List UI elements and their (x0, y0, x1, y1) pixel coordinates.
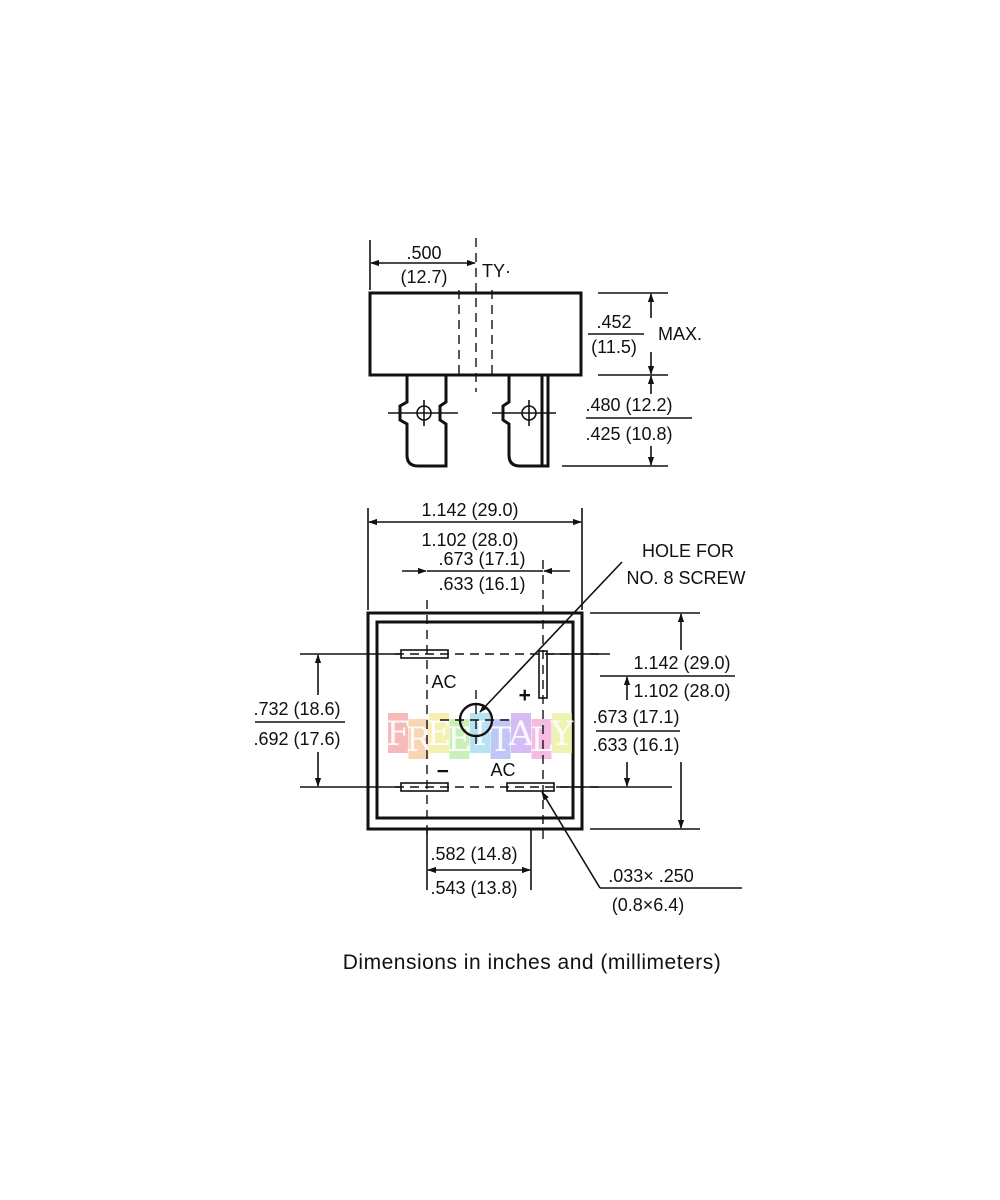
lead-right (501, 375, 550, 468)
watermark-letter: R (406, 720, 433, 760)
terminal-plus (538, 650, 548, 699)
hole-leader (479, 561, 623, 713)
typical-label: TY· (482, 261, 511, 281)
lead-length-max: .480 (12.2) (585, 395, 672, 415)
left-dim-max: .732 (18.6) (253, 699, 340, 719)
term-x-max: .673 (17.1) (438, 549, 525, 569)
pitch-mm: (12.7) (400, 267, 447, 287)
terminal-ac-bottom (506, 782, 555, 792)
watermark-tile (531, 719, 552, 759)
watermark-tile (449, 719, 470, 759)
terminal-minus (400, 782, 449, 792)
depth-min: 1.102 (28.0) (633, 681, 730, 701)
height-mm: (11.5) (591, 337, 637, 357)
watermark-letter: T (489, 720, 512, 760)
pitch-inches: .500 (406, 243, 441, 263)
label-plus: + (519, 684, 532, 707)
tab-size-mm: (0.8×6.4) (612, 895, 685, 915)
lead-left (398, 375, 448, 468)
term-y-max: .673 (17.1) (592, 707, 679, 727)
lead-length-min: .425 (10.8) (585, 424, 672, 444)
height-max-label: MAX. (658, 324, 702, 344)
label-ac-top: AC (431, 672, 456, 692)
label-ac-bottom: AC (490, 760, 515, 780)
watermark-letter: F (386, 714, 410, 754)
watermark-letter: A (508, 714, 534, 754)
watermark-tile (490, 719, 511, 759)
hole-note-line-2: NO. 8 SCREW (626, 568, 745, 588)
left-dim-min: .692 (17.6) (253, 729, 340, 749)
label-minus: − (437, 760, 450, 783)
watermark-tile (470, 713, 490, 753)
hole-note-line-1: HOLE FOR (642, 541, 734, 561)
package-outer-outline (366, 611, 584, 831)
terminal-ac-top (400, 649, 449, 659)
term-x-min: .633 (16.1) (438, 574, 525, 594)
tab-size-inches: .033× .250 (608, 866, 694, 886)
watermark-tile (511, 713, 531, 753)
watermark-tile (429, 713, 449, 753)
watermark-tile (552, 713, 572, 753)
width-max: 1.142 (29.0) (421, 500, 518, 520)
depth-max: 1.142 (29.0) (633, 653, 730, 673)
watermark-letter: Y (550, 714, 574, 754)
bottom-dim-min: .543 (13.8) (430, 878, 517, 898)
term-y-min: .633 (16.1) (592, 735, 679, 755)
watermark-letter: E (447, 720, 472, 760)
watermark-letter: L (530, 720, 553, 760)
side-view: .500 (12.7) TY· .452 (11.5) MAX. .480 (1… (368, 238, 702, 468)
watermark-tile (408, 719, 429, 759)
bottom-dim-max: .582 (14.8) (430, 844, 517, 864)
watermark-tile (388, 713, 408, 753)
package-inner-outline (375, 620, 575, 820)
width-min: 1.102 (28.0) (421, 530, 518, 550)
height-inches: .452 (596, 312, 631, 332)
caption: Dimensions in inches and (millimeters) (343, 951, 721, 974)
mounting-hole (458, 702, 494, 738)
tab-leader-diagonal (541, 791, 601, 889)
